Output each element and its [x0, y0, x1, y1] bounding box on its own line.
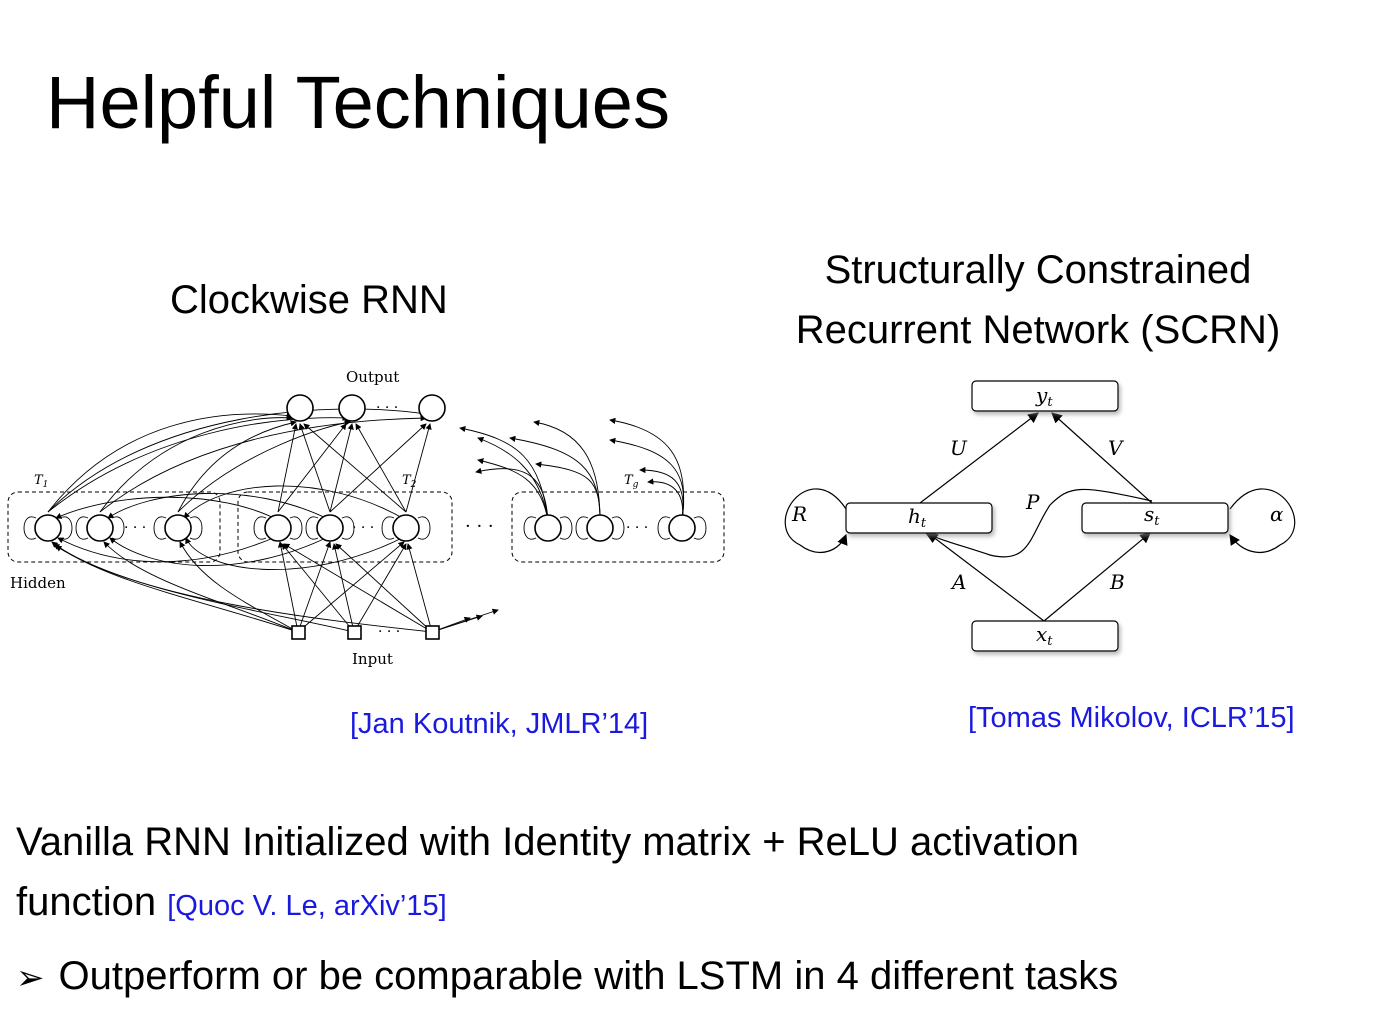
- label-alpha: α: [1270, 502, 1284, 526]
- edge-U: [919, 412, 1039, 504]
- edge-P: [924, 488, 1153, 558]
- mikolov-citation: [Tomas Mikolov, ICLR’15]: [968, 702, 1295, 734]
- box-s: [1081, 502, 1229, 534]
- edge-A: [927, 532, 1045, 622]
- label-A: A: [950, 570, 966, 594]
- box-x: [971, 620, 1119, 652]
- slide-title: Helpful Techniques: [46, 61, 670, 144]
- hidden-neuron: [668, 514, 696, 542]
- hidden-neuron: [164, 514, 192, 542]
- module-box-tg: [511, 491, 725, 563]
- t1-label: T1: [34, 473, 48, 490]
- bullet-text: Outperform or be comparable with LSTM in…: [58, 954, 1119, 998]
- output-neurons: [286, 394, 446, 422]
- hidden-to-output-edges: [47, 408, 432, 513]
- output-neuron: [418, 394, 446, 422]
- label-V: V: [1108, 436, 1125, 460]
- hidden-neuron: [586, 514, 614, 542]
- clockwise-rnn-diagram: Output Hidden Input T1 T2 Tg: [7, 368, 725, 668]
- recurrent-edges: [55, 417, 685, 571]
- loop-alpha: [1229, 488, 1296, 554]
- edge-B: [1043, 532, 1151, 622]
- input-unit: [347, 625, 362, 640]
- body-line1: Vanilla RNN Initialized with Identity ma…: [16, 820, 1080, 864]
- edge-V: [1051, 412, 1153, 504]
- label-s: st: [1144, 502, 1160, 529]
- tg-label: Tg: [624, 473, 639, 490]
- hidden-neuron: [264, 514, 292, 542]
- output-neuron: [338, 394, 366, 422]
- output-label: Output: [346, 368, 399, 386]
- bullet-item: ➢ Outperform or be comparable with LSTM i…: [16, 946, 1118, 1008]
- scrn-heading-line1: Structurally Constrained: [824, 248, 1252, 292]
- output-dots: · · ·: [376, 400, 398, 416]
- input-dots: · · ·: [378, 624, 400, 640]
- hidden-neuron: [316, 514, 344, 542]
- module-box-t1: [7, 491, 221, 563]
- input-label: Input: [352, 650, 393, 668]
- label-h: ht: [908, 504, 927, 531]
- scrn-heading-line2: Recurrent Network (SCRN): [795, 308, 1281, 352]
- hidden-dots-t1: · · ·: [124, 520, 146, 536]
- hidden-neuron: [534, 514, 562, 542]
- body-line2: function [Quoc V. Le, arXiv’15]: [16, 872, 447, 936]
- self-loops: [23, 516, 707, 540]
- label-P: P: [1025, 490, 1040, 514]
- hidden-dots-tg: · · ·: [626, 520, 648, 536]
- output-neuron: [286, 394, 314, 422]
- body-line2-text: function: [16, 880, 157, 924]
- box-y: [971, 380, 1119, 412]
- scrn-edges: [784, 412, 1296, 622]
- hidden-dots-t2: · · ·: [352, 520, 374, 536]
- scrn-diagram: yt ht st xt U V P A B R α: [784, 380, 1296, 652]
- label-x: xt: [1036, 622, 1053, 649]
- loop-R: [784, 488, 848, 553]
- input-units: [291, 625, 440, 640]
- label-B: B: [1109, 570, 1125, 594]
- hidden-label: Hidden: [10, 574, 66, 592]
- input-to-hidden-edges: [51, 541, 499, 633]
- label-R: R: [791, 502, 807, 526]
- koutnik-citation: [Jan Koutnik, JMLR’14]: [350, 708, 649, 740]
- le-citation: [Quoc V. Le, arXiv’15]: [167, 890, 447, 922]
- hidden-neurons: [34, 514, 696, 542]
- hidden-neuron: [86, 514, 114, 542]
- module-box-t2: [237, 491, 453, 563]
- clockwise-rnn-heading: Clockwise RNN: [170, 278, 448, 322]
- hidden-neuron: [34, 514, 62, 542]
- module-dots: · · ·: [465, 516, 494, 537]
- input-unit: [291, 625, 306, 640]
- label-y: yt: [1035, 383, 1053, 410]
- scrn-heading: Structurally Constrained Recurrent Netwo…: [768, 240, 1308, 360]
- label-U: U: [950, 436, 968, 460]
- bullet-arrow-icon: ➢: [16, 958, 45, 998]
- box-h: [845, 502, 993, 534]
- input-unit: [425, 625, 440, 640]
- hidden-neuron: [392, 514, 420, 542]
